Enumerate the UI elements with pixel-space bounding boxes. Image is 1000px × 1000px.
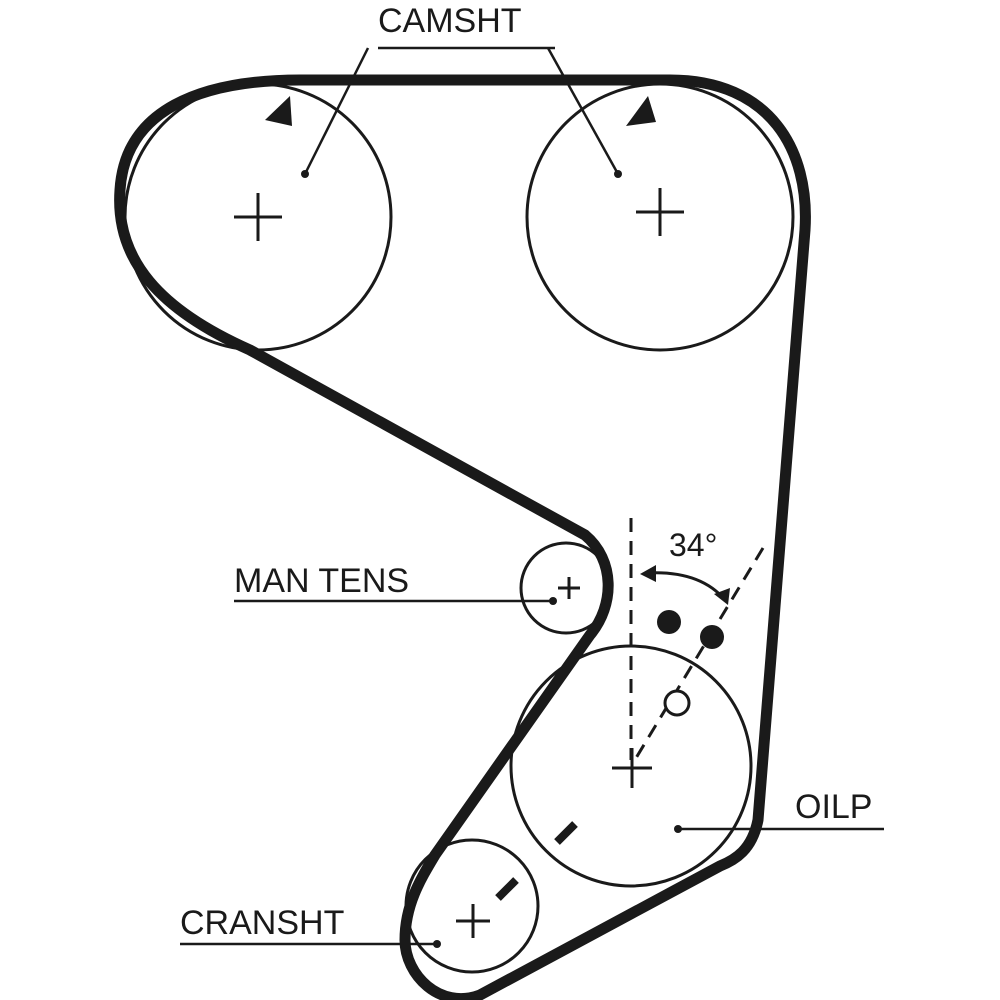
index-dot-2 bbox=[700, 625, 724, 649]
tensioner-leader bbox=[234, 597, 557, 605]
crankshaft-pulley bbox=[404, 838, 540, 974]
camshaft-leader bbox=[301, 46, 622, 178]
oil-pump-label: OILP bbox=[795, 788, 872, 826]
tensioner-pulley bbox=[519, 541, 613, 635]
tensioner-label: MAN TENS bbox=[234, 562, 409, 600]
timing-belt bbox=[114, 74, 811, 1000]
camshaft-pulley-right bbox=[525, 82, 795, 352]
timing-mark-right-icon bbox=[626, 96, 656, 126]
angle-construction bbox=[629, 518, 765, 760]
timing-mark-crankshaft bbox=[495, 877, 519, 901]
angle-label: 34° bbox=[669, 527, 717, 563]
oil-pump-leader bbox=[674, 825, 884, 833]
crankshaft-label: CRANSHT bbox=[180, 904, 344, 942]
angled-reference-line bbox=[634, 547, 765, 759]
crankshaft-leader bbox=[180, 940, 441, 948]
timing-mark-oil-pump bbox=[554, 821, 578, 845]
angle-arc bbox=[645, 571, 727, 601]
timing-mark-left-icon bbox=[265, 96, 292, 126]
index-circle-open bbox=[663, 689, 691, 717]
camshaft-pulley-left bbox=[123, 82, 393, 352]
index-dot-1 bbox=[657, 610, 681, 634]
camshaft-label: CAMSHT bbox=[378, 2, 522, 40]
